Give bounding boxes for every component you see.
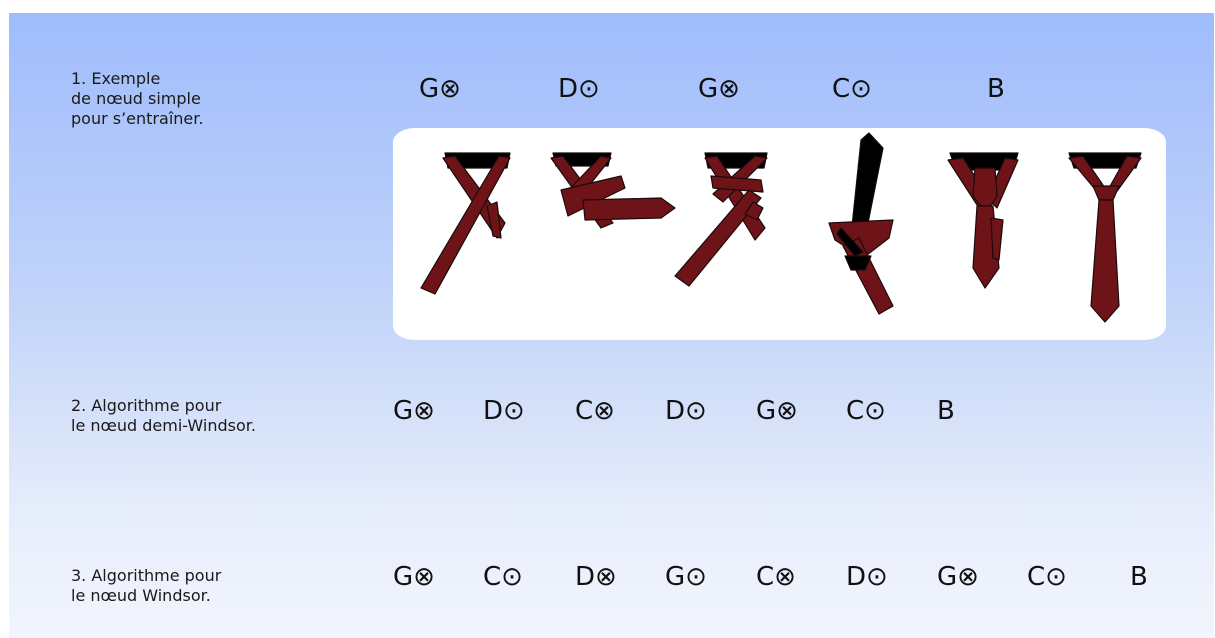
tie-knot-steps-illustration <box>393 128 1166 340</box>
tie-step-3-figure <box>675 153 767 286</box>
tie-step-4-figure <box>829 133 893 314</box>
tie-step-5-figure <box>948 153 1018 288</box>
section-3-label: 3. Algorithme pour le nœud Windsor. <box>71 566 221 606</box>
section-2-label: 2. Algorithme pour le nœud demi-Windsor. <box>71 396 256 436</box>
tie-step-2-figure <box>551 153 675 228</box>
section-1-label: 1. Exemple de nœud simple pour s’entraîn… <box>71 69 203 129</box>
tie-step-6-figure <box>1069 153 1141 322</box>
tie-step-1-figure <box>421 153 510 294</box>
